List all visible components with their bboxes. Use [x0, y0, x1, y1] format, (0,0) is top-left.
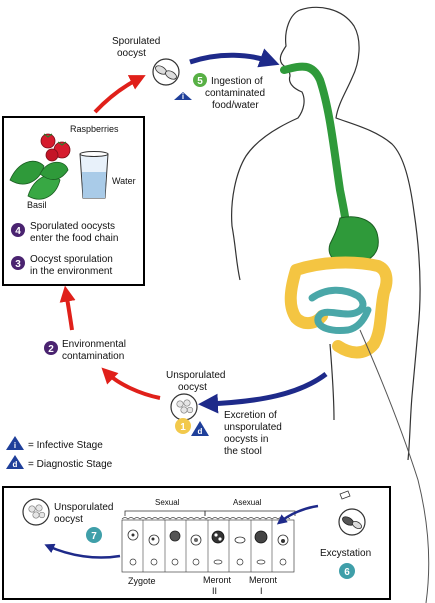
excretion-label-3: oocysts in: [224, 434, 268, 445]
digestive-tract: [280, 62, 430, 603]
raspberry-icon: [40, 133, 71, 162]
development-inset: Unsporulated oocyst 7 Sexual Asexual: [2, 486, 391, 600]
esophagus: [280, 62, 350, 230]
meront-i-label-1: Meront: [249, 575, 278, 585]
legend-diagnostic-label: = Diagnostic Stage: [28, 459, 113, 470]
ingestion-label-3: food/water: [212, 100, 259, 111]
meront-i-label-2: I: [260, 586, 263, 596]
arrow-box-to-oocyst: [93, 75, 146, 114]
sporulated-oocyst-label-1: Sporulated: [112, 36, 160, 47]
svg-text:2: 2: [48, 344, 54, 355]
svg-text:d: d: [13, 460, 18, 469]
excysting-oocyst-icon: [338, 490, 366, 536]
arrow-excystation-to-strip: [276, 504, 319, 525]
svg-text:i: i: [182, 92, 184, 101]
step3-label-1: Oocyst sporulation: [30, 254, 113, 265]
step2-label-2: contamination: [62, 351, 124, 362]
small-intestine: [308, 286, 372, 334]
svg-text:1: 1: [180, 422, 186, 433]
basil-icon: [9, 160, 69, 200]
excretion-label-2: unsporulated: [224, 422, 282, 433]
svg-text:5: 5: [197, 76, 203, 87]
inset-unsporulated-label-1: Unsporulated: [54, 502, 113, 513]
arrow-unsporulated-to-step2: [101, 367, 161, 400]
infective-stage-marker: i: [174, 92, 192, 101]
step3-label-2: in the environment: [30, 266, 112, 277]
excystation-label: Excystation: [320, 548, 371, 559]
arrow-to-unsporulated-inset: [44, 543, 121, 559]
unsporulated-label-1: Unsporulated: [166, 370, 225, 381]
water-glass-icon: [79, 151, 109, 199]
water-label: Water: [112, 176, 136, 186]
raspberries-label: Raspberries: [70, 124, 119, 134]
arrow-to-mouth: [189, 48, 280, 68]
svg-text:6: 6: [344, 567, 350, 578]
badge-1: 1: [175, 418, 191, 434]
badge-7: 7: [86, 527, 102, 543]
badge-4: 4: [11, 223, 25, 237]
step2-label-1: Environmental: [62, 339, 126, 350]
badge-5: 5: [193, 73, 207, 87]
ingestion-label-2: contaminated: [205, 88, 265, 99]
zygote-label: Zygote: [128, 576, 156, 586]
asexual-label: Asexual: [233, 498, 262, 507]
badge-2: 2: [44, 341, 58, 355]
unsporulated-oocyst-middle: [170, 393, 198, 421]
badge-3: 3: [11, 256, 25, 270]
food-chain-box: Raspberries Basil Water 4 Sporulated ooc…: [2, 116, 145, 286]
svg-text:d: d: [198, 427, 203, 436]
step4-label-1: Sporulated oocysts: [30, 221, 115, 232]
stool-line: [359, 329, 430, 603]
excretion-label-4: the stool: [224, 446, 262, 457]
diagnostic-stage-marker: d: [191, 421, 209, 436]
legend-infective-label: = Infective Stage: [28, 440, 103, 451]
badge-6: 6: [339, 563, 355, 579]
sporulated-oocyst-label-2: oocyst: [117, 48, 146, 59]
epithelium-strip: [121, 517, 295, 573]
svg-text:7: 7: [91, 531, 97, 542]
inset-unsporulated-label-2: oocyst: [54, 514, 83, 525]
meront-ii-label-1: Meront: [203, 575, 232, 585]
step4-label-2: enter the food chain: [30, 233, 118, 244]
sexual-label: Sexual: [155, 498, 180, 507]
arrow-step2-to-box: [59, 285, 76, 331]
arrow-stool-to-oocyst: [198, 372, 328, 414]
meront-ii-label-2: II: [212, 586, 217, 596]
human-silhouette-icon: [231, 6, 421, 461]
large-intestine: [284, 256, 393, 359]
sporulated-oocyst-top: Sporulated oocyst: [112, 36, 180, 86]
ingestion-label-1: Ingestion of: [211, 76, 263, 87]
svg-text:4: 4: [15, 226, 21, 237]
legend-infective: i = Infective Stage: [6, 436, 103, 451]
basil-label: Basil: [27, 200, 47, 210]
excretion-label-1: Excretion of: [224, 410, 277, 421]
svg-text:i: i: [14, 441, 16, 450]
svg-text:3: 3: [15, 259, 21, 270]
legend-diagnostic: d = Diagnostic Stage: [6, 455, 113, 470]
unsporulated-label-2: oocyst: [178, 382, 207, 393]
